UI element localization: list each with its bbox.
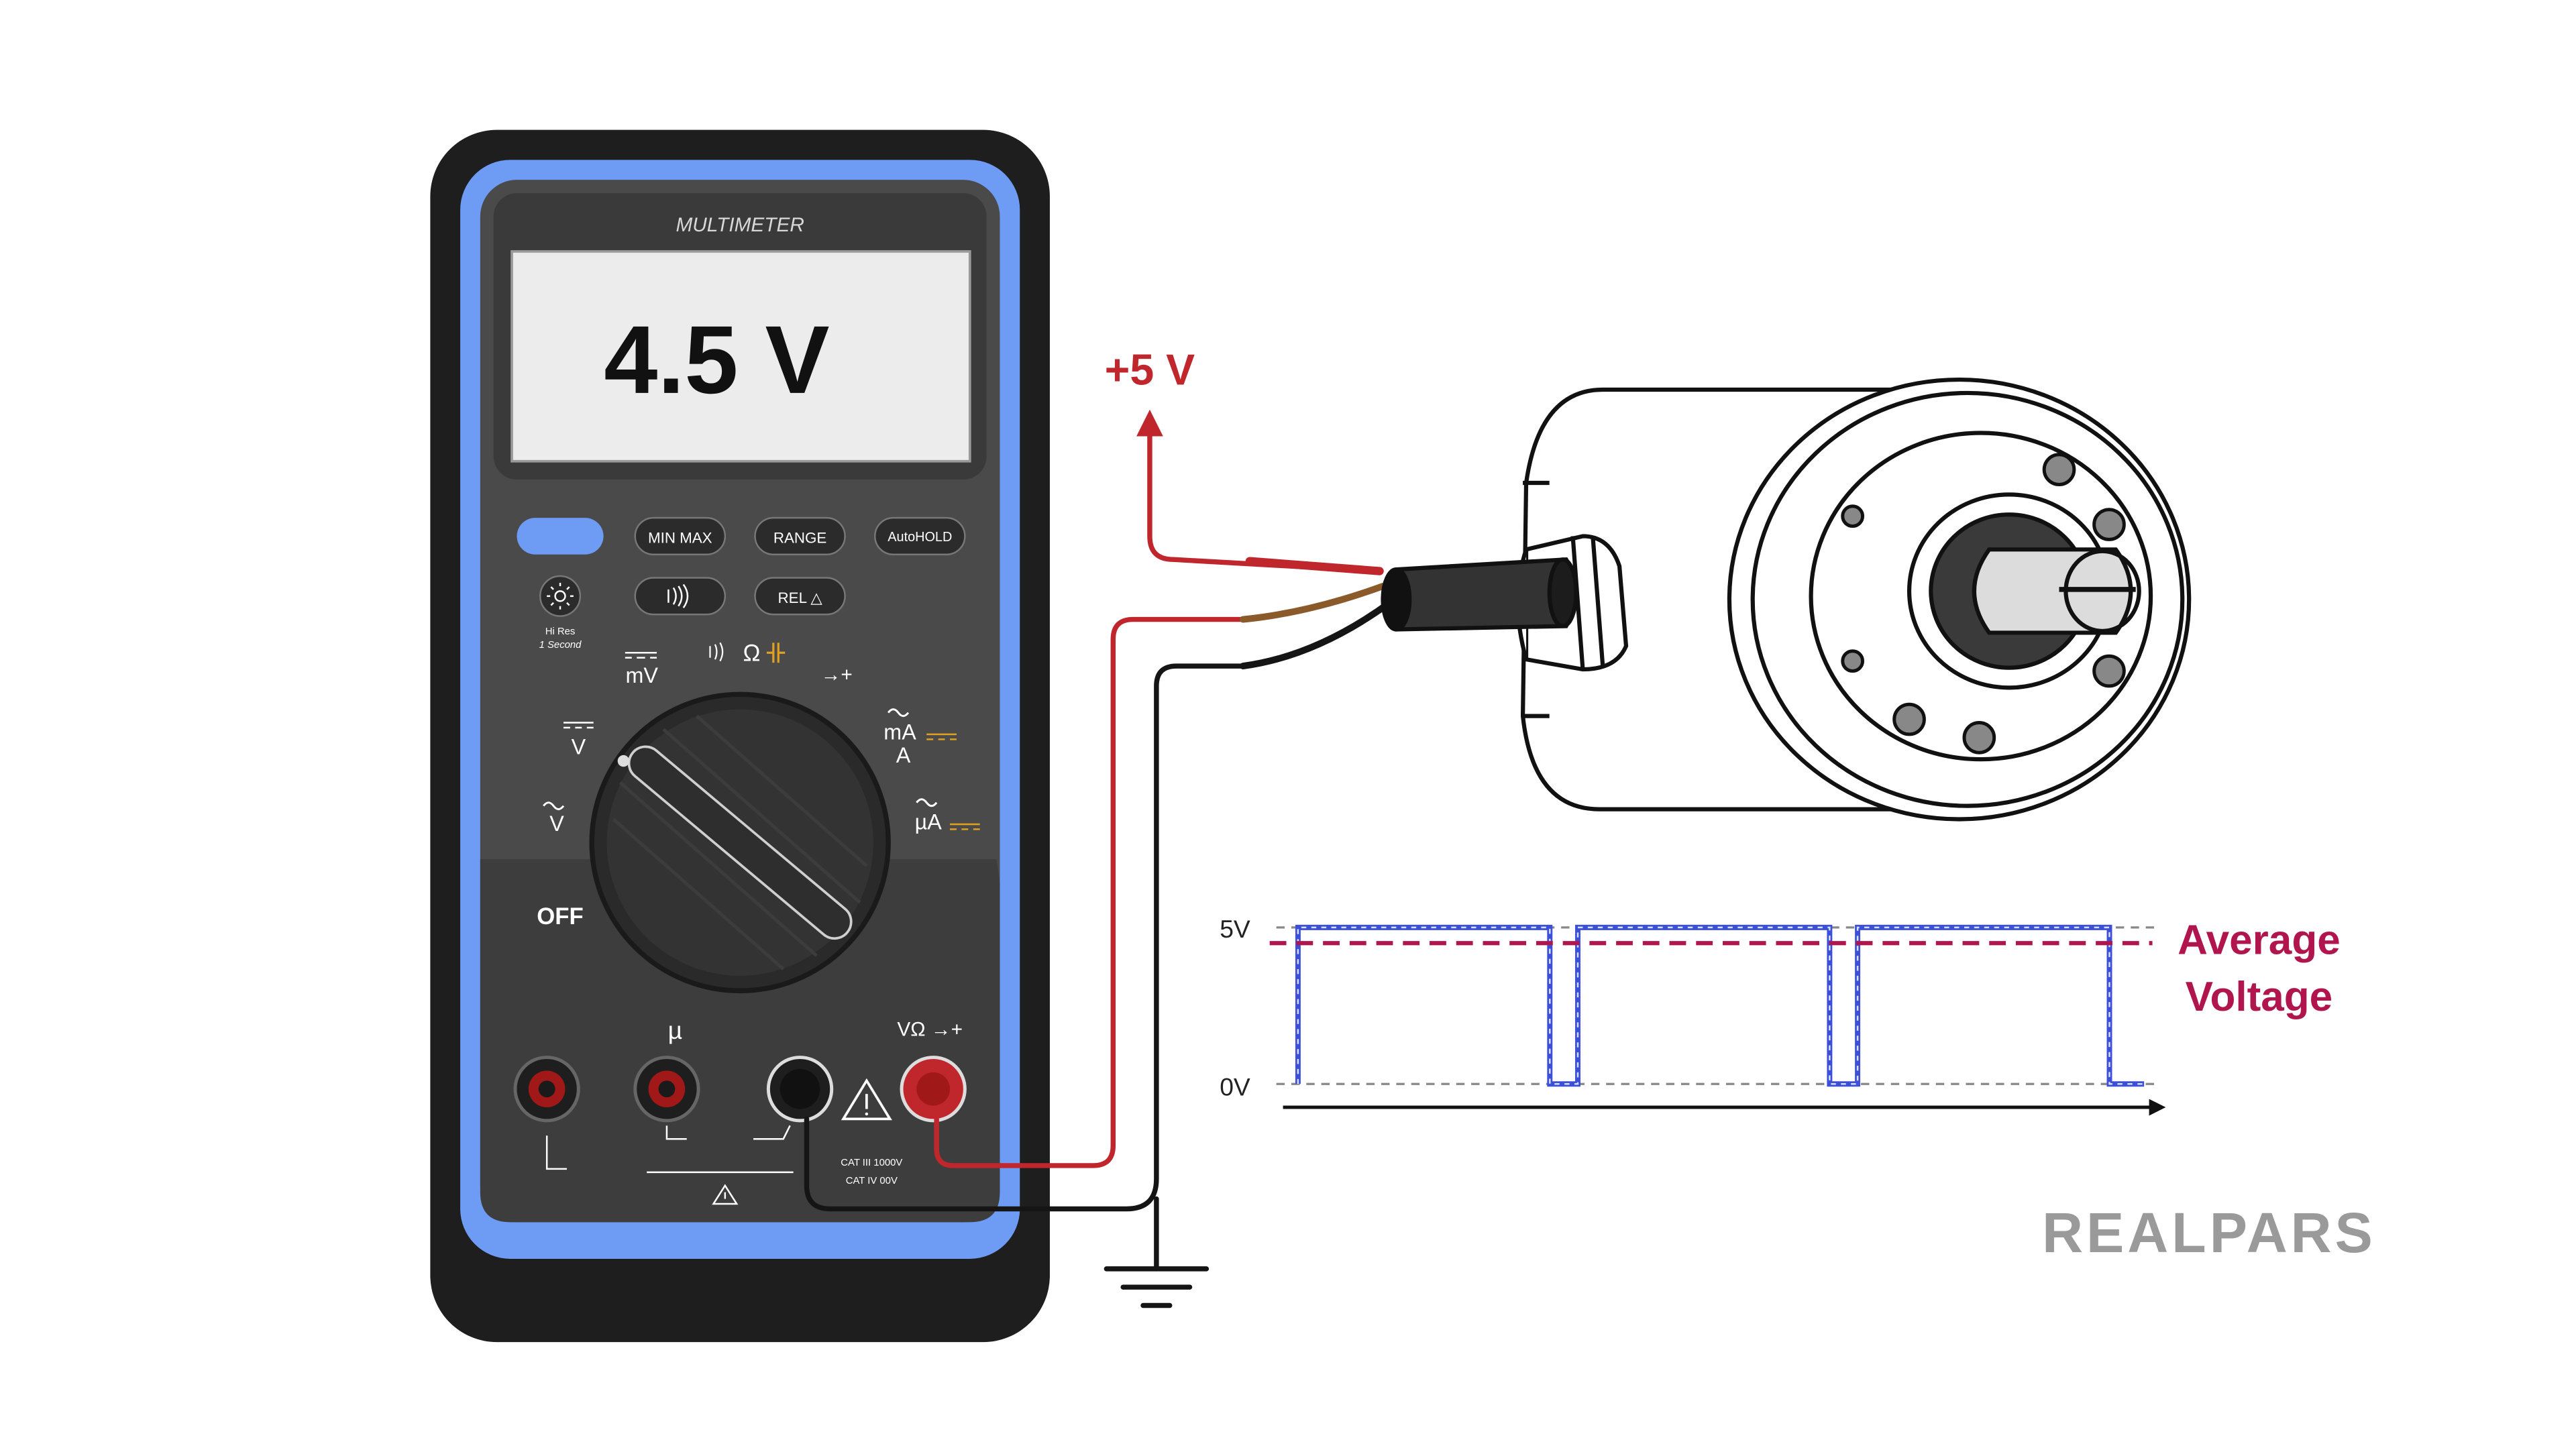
ma-dc-symbol-icon [926, 733, 957, 740]
micro-amp-jack[interactable] [633, 1056, 700, 1123]
encoder-mount-holes [1841, 453, 2126, 755]
ua-dc-symbol-icon [950, 823, 980, 830]
rotary-encoder [1381, 377, 2192, 822]
cat-rating-line2: CAT IV 00V [846, 1176, 898, 1186]
realpars-logo: REALPARS [2042, 1201, 2376, 1264]
dc-symbol-icon [625, 652, 657, 659]
cat-rating-line1: CAT III 1000V [841, 1158, 902, 1168]
waveform-plot: 5V 0V Average Voltage [1220, 915, 2341, 1116]
sun-icon [547, 582, 574, 610]
dial-label-mv: mV [625, 663, 658, 687]
dial-label-v-dc: V [572, 735, 586, 759]
autohold-button[interactable] [874, 516, 966, 555]
v-ohm-jack-label: VΩ →+ [897, 1018, 963, 1040]
com-jack[interactable] [766, 1056, 834, 1123]
waveform-low-label: 0V [1220, 1073, 1250, 1101]
warning-triangle-icon [841, 1078, 892, 1121]
dial-label-off: OFF [537, 904, 583, 930]
wiring [804, 430, 1393, 1272]
signal-waveform [1295, 924, 2145, 1087]
ac-symbol-icon [543, 801, 565, 811]
black-ground-wire [804, 663, 1246, 1212]
sound-wave-icon [667, 583, 689, 608]
a-jack[interactable] [513, 1056, 580, 1123]
continuity-small-icon [709, 642, 724, 662]
signal-waveform-highlight [1297, 926, 2145, 1085]
jack-bracket-lines [545, 1125, 794, 1174]
multimeter-brand-label: MULTIMETER [676, 214, 804, 236]
small-warning-icon [712, 1184, 739, 1205]
meter-probe-red-wire [934, 616, 1246, 1168]
black-ground-to-cable [1240, 599, 1393, 670]
dial-label-v-ac: V [549, 812, 564, 836]
waveform-high-label: 5V [1220, 915, 1250, 943]
v-ohm-jack[interactable] [900, 1056, 967, 1123]
encoder-shaft [1972, 547, 2133, 635]
multimeter: MULTIMETER 4.5 V MIN MAX RANGE AutoHOLD … [430, 129, 1050, 1343]
brown-signal-wire [1240, 582, 1387, 623]
dial-label-ma: mA [883, 720, 916, 744]
dc-volts-symbol-icon [564, 722, 594, 729]
blue-function-button[interactable] [517, 518, 604, 555]
average-label-line2: Voltage [2186, 974, 2333, 1020]
supply-voltage-label: +5 V [1105, 346, 1195, 394]
dial-label-ohm: Ω [743, 641, 761, 667]
dial-label-diode: →+ [821, 663, 853, 685]
average-label-line1: Average [2178, 917, 2341, 964]
autohold-button-label: AutoHOLD [888, 530, 952, 545]
dial-label-a: A [896, 743, 911, 767]
ground-icon [1104, 1266, 1210, 1308]
min-max-button[interactable] [634, 516, 727, 555]
backlight-button[interactable] [539, 575, 582, 617]
min-max-button-label: MIN MAX [648, 529, 712, 546]
dial-pointer [627, 745, 853, 940]
hires-label-line1: Hi Res [545, 626, 576, 637]
ma-ac-symbol-icon [887, 708, 910, 718]
capacitor-icon [766, 643, 786, 663]
hires-label-line2: 1 Second [539, 640, 582, 651]
display-reading: 4.5 V [604, 306, 829, 414]
supply-arrow-icon [1136, 409, 1163, 437]
continuity-button[interactable] [634, 577, 727, 616]
mu-jack-label: µ [668, 1016, 682, 1044]
ua-ac-symbol-icon [916, 798, 938, 807]
supply-red-wire [1147, 430, 1383, 574]
lcd-screen [511, 250, 971, 463]
lower-panel [480, 859, 1000, 1223]
rel-button[interactable] [754, 577, 846, 616]
range-button[interactable] [754, 516, 846, 555]
dial-label-ua: µA [915, 809, 943, 834]
range-button-label: RANGE [773, 529, 826, 546]
rel-button-label: REL △ [778, 590, 822, 606]
dial-pointer-tip [617, 755, 630, 767]
time-axis-arrow-icon [2149, 1099, 2166, 1116]
